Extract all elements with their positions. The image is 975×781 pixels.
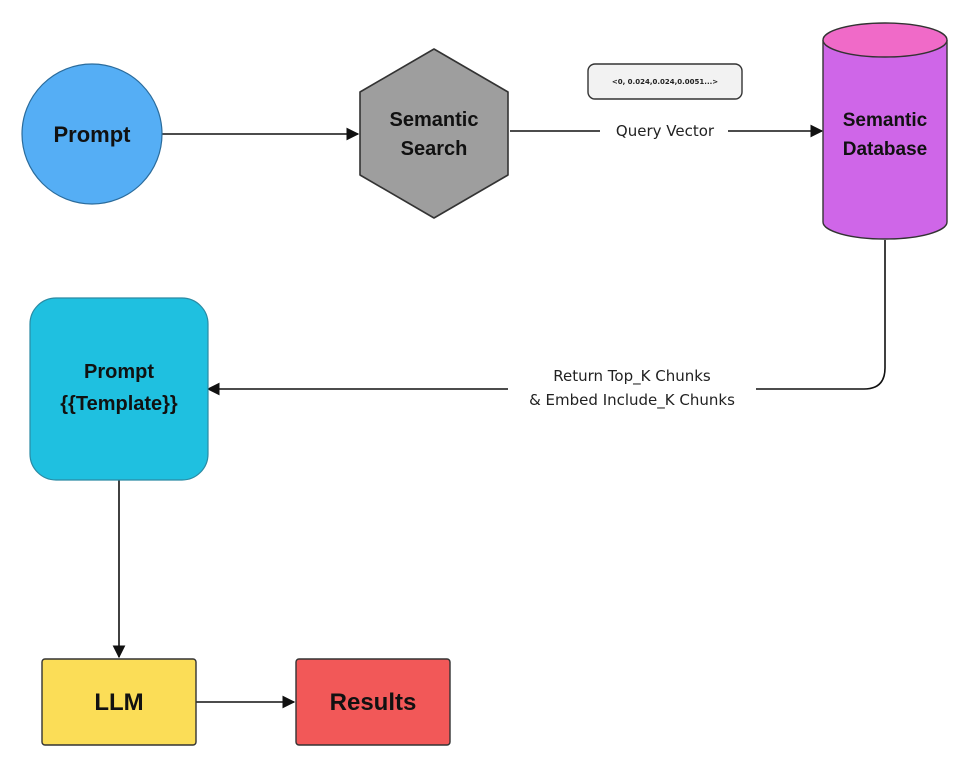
vector-sample-box: <0, 0.024,0.024,0.0051...> bbox=[587, 63, 743, 100]
semantic-search-label-line2: Search bbox=[401, 138, 468, 160]
results-node-label: Results bbox=[330, 689, 417, 716]
results-node: Results bbox=[295, 658, 451, 746]
semantic-database-label-line1: Semantic bbox=[843, 110, 928, 131]
return-chunks-label-line1: Return Top_K Chunks bbox=[553, 367, 711, 386]
return-chunks-label-line2: & Embed Include_K Chunks bbox=[529, 391, 735, 410]
vector-sample-text: <0, 0.024,0.024,0.0051...> bbox=[612, 78, 718, 86]
semantic-search-node-shape bbox=[359, 48, 509, 219]
query-vector-label: Query Vector bbox=[616, 122, 715, 140]
prompt-node-label: Prompt bbox=[54, 122, 132, 147]
edge-search-to-database: Query Vector bbox=[510, 122, 824, 140]
semantic-database-label-line2: Database bbox=[843, 139, 928, 160]
prompt-template-label-line2: {{Template}} bbox=[60, 393, 178, 415]
semantic-database-node: Semantic Database bbox=[822, 22, 948, 240]
llm-node-label: LLM bbox=[94, 689, 143, 716]
prompt-node-shape bbox=[21, 63, 163, 205]
semantic-search-label-line1: Semantic bbox=[390, 109, 479, 131]
semantic-database-body bbox=[822, 40, 948, 240]
llm-node-shape bbox=[41, 658, 197, 746]
prompt-template-label-line1: Prompt bbox=[84, 361, 154, 383]
semantic-database-top bbox=[822, 22, 948, 58]
prompt-template-node: Prompt {{Template}} bbox=[29, 297, 209, 481]
semantic-search-node: Semantic Search bbox=[359, 48, 509, 219]
edge-database-to-template: Return Top_K Chunks & Embed Include_K Ch… bbox=[206, 240, 886, 410]
prompt-node: Prompt bbox=[21, 63, 163, 205]
results-node-shape bbox=[295, 658, 451, 746]
prompt-template-shape bbox=[29, 297, 209, 481]
llm-node: LLM bbox=[41, 658, 197, 746]
